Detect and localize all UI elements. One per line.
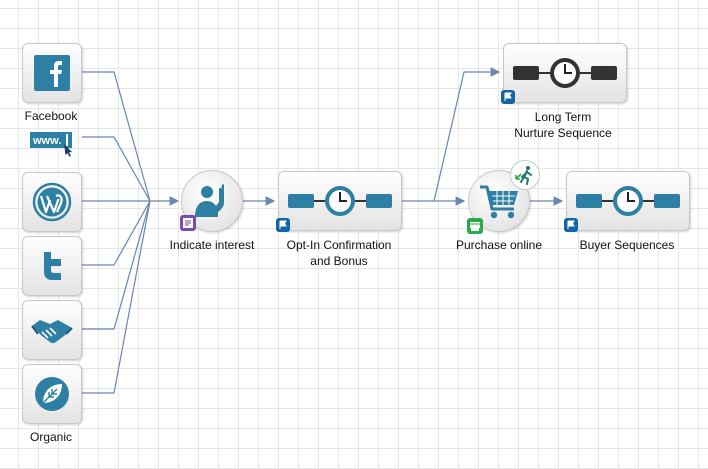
connector-organic-to-interest (82, 200, 151, 394)
leaf-icon (35, 377, 69, 411)
indicate-interest-label: Indicate interest (169, 238, 255, 252)
walking-person-icon (510, 160, 540, 190)
connector-optin-to-longterm (402, 67, 501, 202)
source-wordpress[interactable] (22, 172, 82, 232)
flag-icon (564, 218, 578, 232)
clock-sequence-icon (576, 186, 680, 216)
long-term-label: Long Term Nurture Sequence (488, 109, 638, 141)
clock-sequence-icon (288, 186, 392, 216)
purchase-online-label: Purchase online (455, 238, 543, 252)
optin-label-line2: and Bonus (310, 254, 368, 268)
long-term-sequence-node[interactable] (503, 43, 627, 103)
shopping-cart-icon (480, 185, 518, 219)
svg-text:www.: www. (32, 135, 61, 147)
buyer-sequence-node[interactable] (566, 171, 690, 231)
flag-icon (276, 218, 290, 232)
long-term-label-line1: Long Term (534, 110, 592, 124)
form-icon (180, 215, 196, 231)
wordpress-icon (32, 182, 72, 222)
source-facebook-label: Facebook (24, 109, 78, 123)
handshake-icon (31, 320, 73, 344)
twitter-icon (44, 252, 61, 280)
source-organic-label: Organic (29, 430, 73, 444)
source-organic[interactable] (22, 364, 82, 424)
optin-sequence-node[interactable] (278, 171, 402, 231)
store-icon (467, 218, 483, 234)
connector-website-to-interest (82, 136, 151, 202)
long-term-label-line2: Nurture Sequence (514, 126, 612, 140)
user-hand-raised-icon (195, 184, 224, 217)
www-icon: www. (30, 132, 72, 157)
clock-sequence-icon (513, 58, 617, 88)
connector-twitter-to-interest (82, 200, 151, 266)
source-website[interactable]: www. (22, 108, 82, 168)
source-referral[interactable] (22, 300, 82, 360)
buyer-sequences-label: Buyer Sequences (579, 238, 675, 252)
connector-facebook-to-interest (82, 71, 151, 202)
optin-label-line1: Opt-In Confirmation (286, 238, 392, 252)
connector-referral-to-interest (82, 200, 151, 330)
facebook-icon (34, 55, 70, 91)
optin-label: Opt-In Confirmation and Bonus (264, 237, 414, 269)
flag-icon (501, 90, 515, 104)
source-twitter[interactable] (22, 236, 82, 296)
source-facebook[interactable] (22, 43, 82, 103)
